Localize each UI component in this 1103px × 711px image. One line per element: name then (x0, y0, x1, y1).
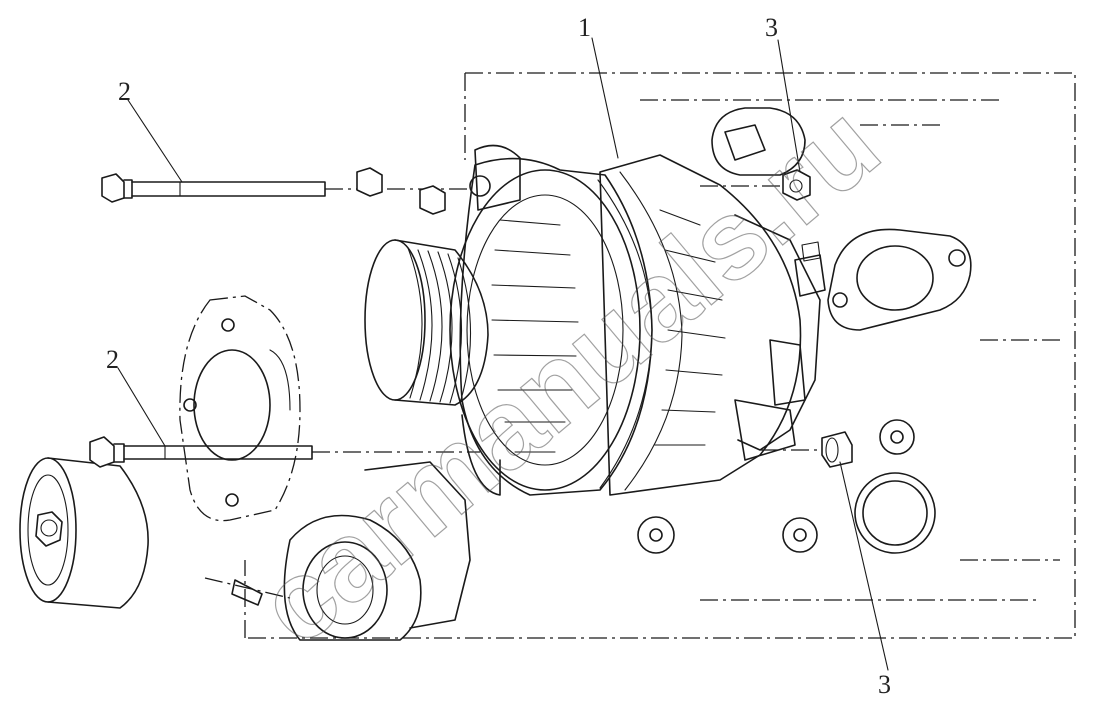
sensor-fitting (711, 107, 806, 176)
tensioner-pulley (19, 457, 149, 609)
engine-block-outline (244, 72, 1076, 639)
lower-housing (204, 461, 471, 641)
alternator (449, 144, 826, 496)
stud-nuts (356, 167, 446, 215)
callout-3-lower-nut: 3 (878, 670, 891, 699)
callout-2-lower-bolt: 2 (106, 345, 119, 374)
lower-flange-nut (760, 431, 853, 468)
alternator-pulley (364, 239, 489, 406)
callout-2-upper-bolt: 2 (118, 77, 131, 106)
upper-flange-nut (700, 169, 811, 201)
lower-mounting-bolt (89, 436, 480, 468)
engine-flange (827, 228, 972, 331)
upper-mounting-bolt (101, 173, 470, 203)
block-bosses (637, 419, 936, 554)
callout-3-upper-nut: 3 (765, 13, 778, 42)
callout-1-alternator: 1 (578, 13, 591, 42)
mounting-bracket (179, 295, 301, 522)
leader-lines (117, 37, 889, 671)
